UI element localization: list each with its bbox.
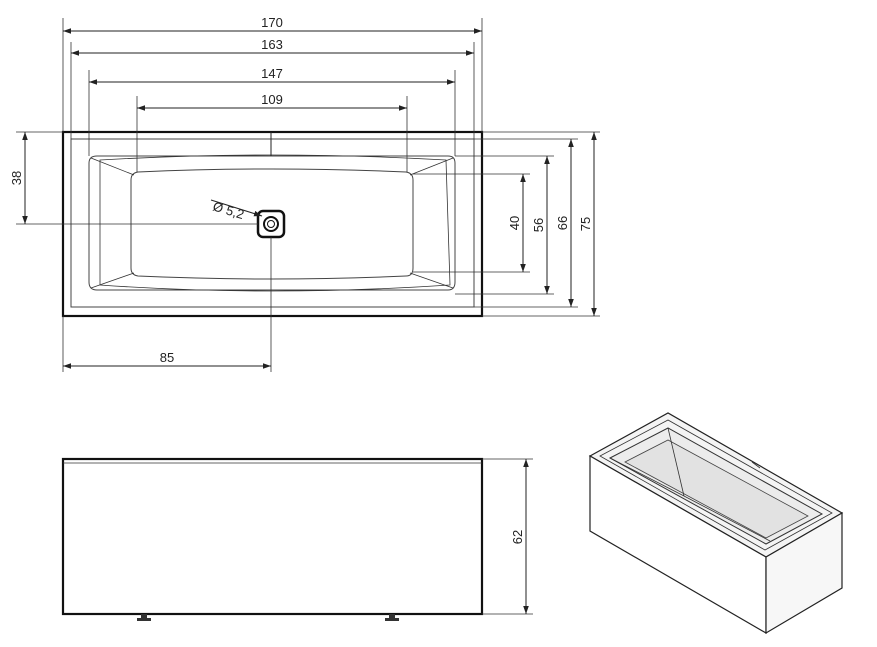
dim-rim-depth: 66 xyxy=(474,138,578,308)
foot-right xyxy=(385,614,399,621)
dim-overall-width: 170 xyxy=(62,15,483,132)
dim-drain-offset-y: 38 xyxy=(9,131,258,225)
iso-basin-bottom xyxy=(624,439,809,539)
dim-bottom-depth: 40 xyxy=(413,173,530,273)
drain-hole xyxy=(267,220,275,228)
slope-line-tl xyxy=(90,157,135,176)
foot-left xyxy=(137,614,151,621)
dim-overall-depth: 75 xyxy=(482,131,600,317)
tub-rim-outline xyxy=(70,138,475,308)
dim-label-40: 40 xyxy=(507,216,522,230)
dim-label-109: 109 xyxy=(261,92,283,107)
dim-label-62: 62 xyxy=(510,530,525,544)
basin-inner-outline xyxy=(99,154,451,292)
dim-bottom-width: 109 xyxy=(136,92,408,172)
basin-outline xyxy=(88,155,456,291)
dim-label-170: 170 xyxy=(261,15,283,30)
front-view: 62 xyxy=(61,457,533,621)
drain-diameter-label: Ø 5,2 xyxy=(211,199,246,223)
dim-label-147: 147 xyxy=(261,66,283,81)
front-body-outline xyxy=(61,457,484,616)
drain-ring xyxy=(263,216,279,232)
top-view: Ø 5,2 170 163 147 109 xyxy=(9,15,600,372)
dim-label-85: 85 xyxy=(160,350,174,365)
iso-rim-inner xyxy=(599,419,833,551)
isometric-view xyxy=(588,412,844,635)
dim-height: 62 xyxy=(482,458,533,615)
slope-line-bl xyxy=(90,272,135,289)
dim-rim-width: 163 xyxy=(70,37,475,139)
dim-drain-offset-x: 85 xyxy=(62,237,272,372)
dim-basin-width: 147 xyxy=(88,66,456,156)
slope-line-tr xyxy=(409,157,454,176)
drain-icon xyxy=(256,209,286,239)
slope-line-br xyxy=(409,272,454,289)
dim-label-66: 66 xyxy=(555,216,570,230)
drain-leader xyxy=(210,199,263,217)
basin-bottom-outline xyxy=(130,168,414,280)
dim-label-38: 38 xyxy=(9,171,24,185)
dim-label-56: 56 xyxy=(531,218,546,232)
dim-basin-depth: 56 xyxy=(455,155,554,295)
iso-right-face xyxy=(765,511,843,635)
dim-label-163: 163 xyxy=(261,37,283,52)
dim-label-75: 75 xyxy=(578,217,593,231)
